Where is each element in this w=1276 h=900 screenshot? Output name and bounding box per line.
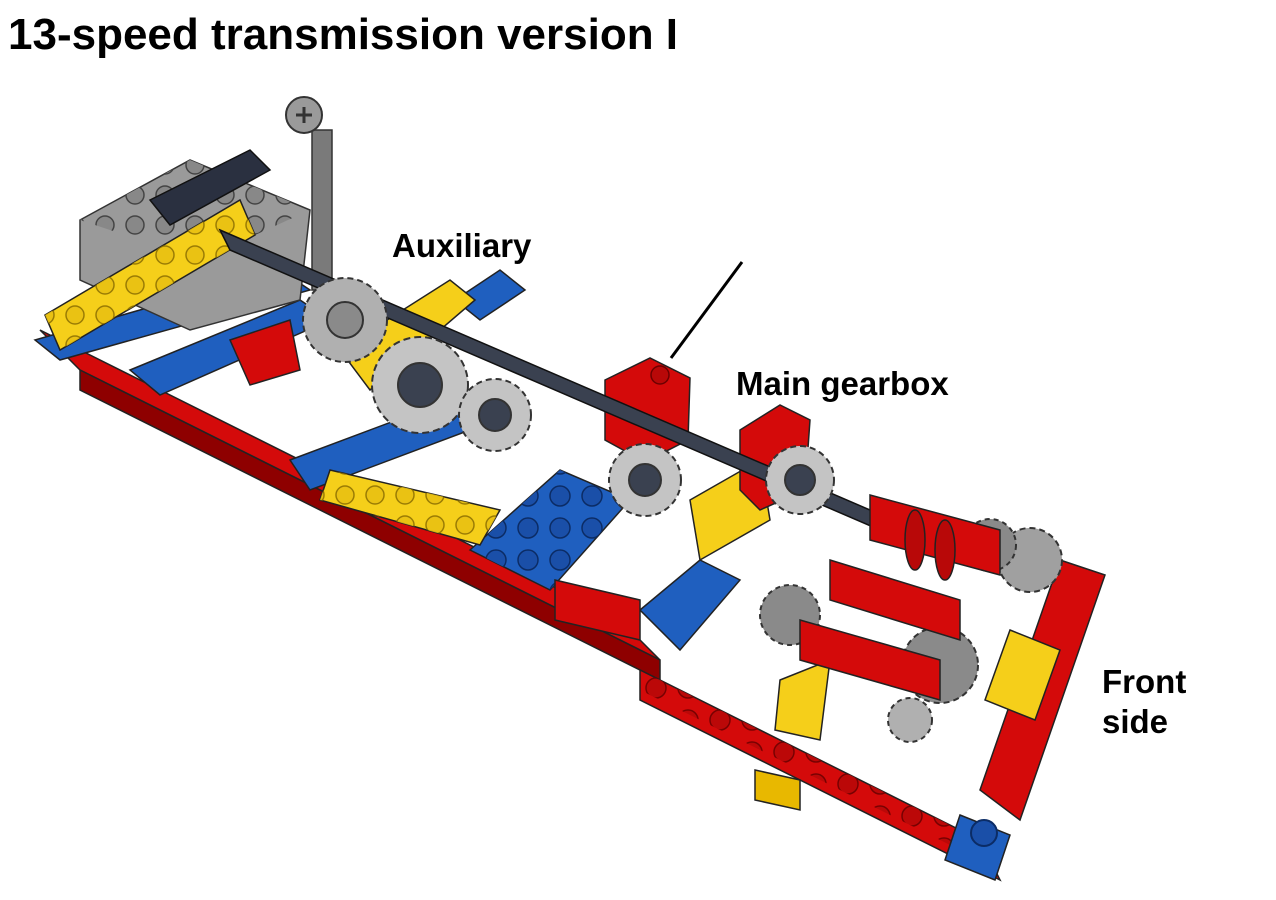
label-auxiliary: Auxiliary: [392, 227, 532, 264]
label-front-side-line2: side: [1102, 703, 1169, 740]
label-front-side: Front side: [1102, 662, 1242, 742]
gears: [302, 277, 1063, 743]
page-title: 13-speed transmission version I: [8, 10, 679, 59]
base-frame-front: [639, 559, 1106, 882]
shift-lever: [285, 96, 333, 291]
pointer-line: [669, 261, 744, 359]
shift-sleeves: [799, 494, 1001, 701]
label-front-side-line1: Front: [1102, 663, 1187, 700]
label-main-gearbox: Main gearbox: [736, 365, 949, 402]
yellow-beams: [44, 198, 831, 811]
